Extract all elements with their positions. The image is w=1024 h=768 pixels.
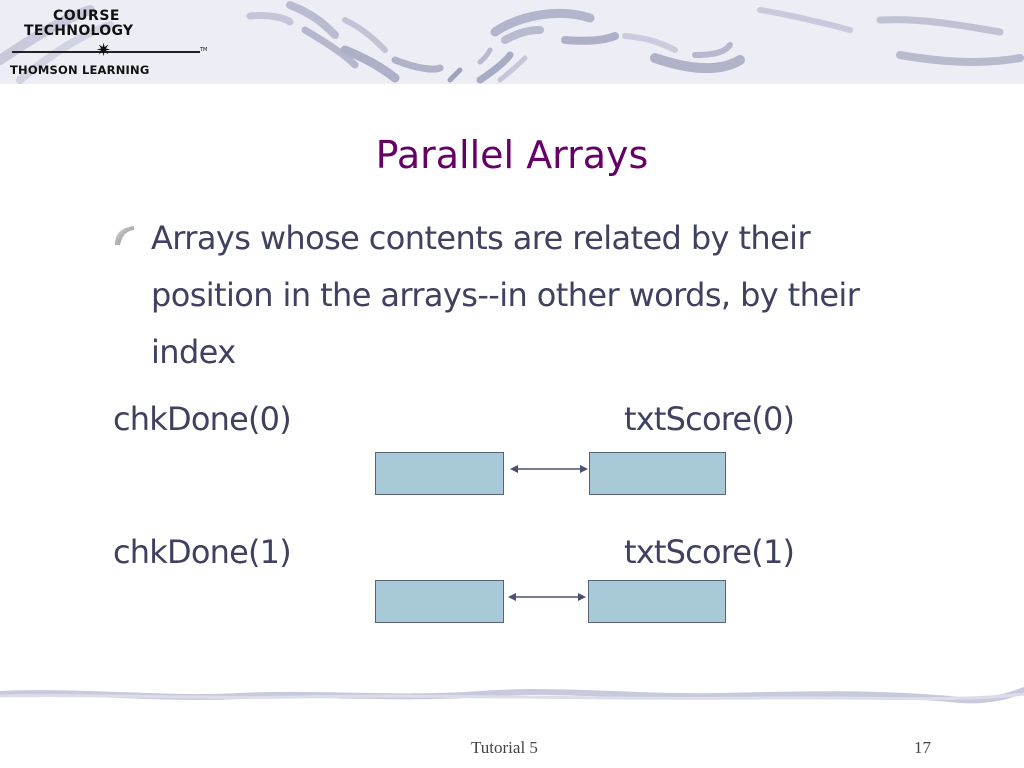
chkdone-1-box [375, 580, 504, 623]
txtscore-0-box [589, 452, 726, 495]
footer-swoosh-graphic [0, 687, 1024, 704]
double-arrow-icon [510, 465, 588, 473]
header-band: COURSE TECHNOLOGY ✷ TM THOMSON LEARNING [0, 0, 1024, 84]
label-txtscore-0: txtScore(0) [624, 400, 795, 438]
txtscore-1-box [588, 580, 726, 623]
swoosh-bullet-icon [115, 226, 134, 245]
double-arrow-icon [508, 593, 586, 601]
logo-line-thomson-learning: THOMSON LEARNING [10, 63, 150, 77]
trademark-mark: TM [200, 47, 208, 53]
bullet-text: Arrays whose contents are related by the… [151, 219, 860, 371]
course-technology-logo: COURSE TECHNOLOGY ✷ TM THOMSON LEARNING [8, 6, 208, 78]
slide-title: Parallel Arrays [375, 133, 649, 177]
label-txtscore-1: txtScore(1) [624, 533, 795, 571]
chkdone-0-box [375, 452, 504, 495]
logo-line-course: COURSE [53, 8, 120, 24]
label-chkdone-0: chkDone(0) [113, 400, 292, 438]
decorative-swoosh-graphic [0, 1, 1024, 84]
star-icon: ✷ [96, 40, 112, 61]
logo-line-technology: TECHNOLOGY [24, 23, 134, 39]
logo-rule [12, 51, 200, 53]
page-number: 17 [914, 738, 931, 757]
footer-tutorial-label: Tutorial 5 [471, 738, 538, 757]
label-chkdone-1: chkDone(1) [113, 533, 292, 571]
